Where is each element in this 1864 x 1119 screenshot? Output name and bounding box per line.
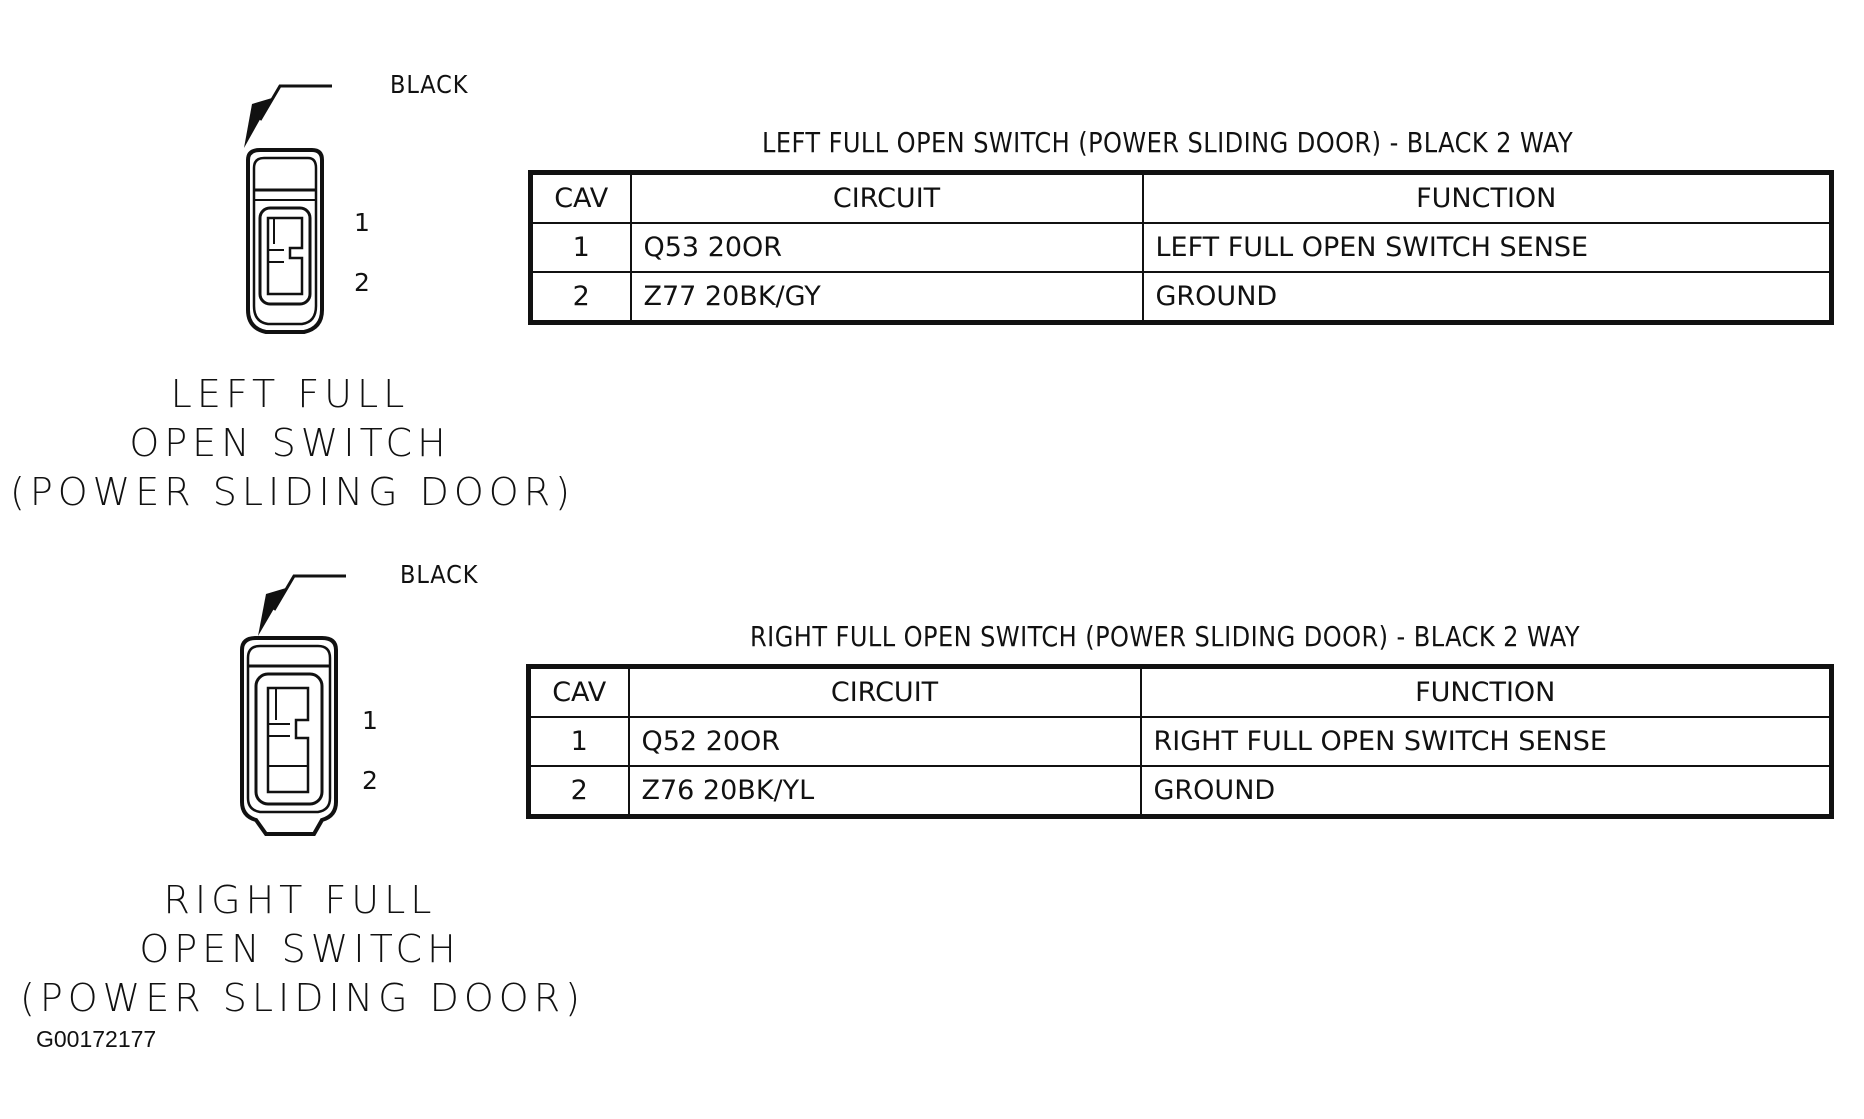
left-pinout-table: CAV CIRCUIT FUNCTION 1 Q53 20OR LEFT FUL… <box>528 170 1834 325</box>
left-row2-circuit: Z77 20BK/GY <box>629 271 1144 324</box>
right-header-function: FUNCTION <box>1139 665 1833 718</box>
right-row1-cav: 1 <box>527 716 630 767</box>
left-row2-function: GROUND <box>1141 271 1833 324</box>
right-connector-body <box>240 636 338 836</box>
figure-code: G00172177 <box>36 1026 157 1052</box>
table-row: 1 Q53 20OR LEFT FULL OPEN SWITCH SENSE <box>529 222 1833 273</box>
right-header-cav: CAV <box>527 665 630 718</box>
right-connector-pin-2: 2 <box>362 766 378 795</box>
table-row: 2 Z76 20BK/YL GROUND <box>527 765 1833 818</box>
right-row1-function: RIGHT FULL OPEN SWITCH SENSE <box>1139 716 1833 767</box>
left-connector-caption: LEFT FULL OPEN SWITCH (POWER SLIDING DOO… <box>10 370 570 517</box>
right-connector-caption: RIGHT FULL OPEN SWITCH (POWER SLIDING DO… <box>20 876 580 1023</box>
right-connector-diagram <box>240 574 346 836</box>
right-header-circuit: CIRCUIT <box>627 665 1142 718</box>
right-row2-function: GROUND <box>1139 765 1833 818</box>
left-table-title: LEFT FULL OPEN SWITCH (POWER SLIDING DOO… <box>762 126 1574 159</box>
left-connector-diagram <box>244 84 332 334</box>
left-header-cav: CAV <box>529 171 632 224</box>
right-table-header-row: CAV CIRCUIT FUNCTION <box>527 665 1833 718</box>
left-row2-cav: 2 <box>529 271 632 324</box>
left-connector-pin-2: 2 <box>354 268 370 297</box>
left-connector-color-label: BLACK <box>390 70 469 99</box>
left-header-function: FUNCTION <box>1141 171 1833 224</box>
table-row: 2 Z77 20BK/GY GROUND <box>529 271 1833 324</box>
right-pinout-table: CAV CIRCUIT FUNCTION 1 Q52 20OR RIGHT FU… <box>526 664 1834 819</box>
left-row1-circuit: Q53 20OR <box>629 222 1144 273</box>
left-row1-cav: 1 <box>529 222 632 273</box>
right-row2-circuit: Z76 20BK/YL <box>627 765 1142 818</box>
right-row2-cav: 2 <box>527 765 630 818</box>
right-table-title: RIGHT FULL OPEN SWITCH (POWER SLIDING DO… <box>750 620 1581 653</box>
left-connector-leader-arrow <box>244 84 332 148</box>
right-connector-pin-1: 1 <box>362 706 378 735</box>
right-connector-leader-arrow <box>258 574 346 636</box>
left-header-circuit: CIRCUIT <box>629 171 1144 224</box>
left-connector-body <box>246 148 324 334</box>
right-connector-color-label: BLACK <box>400 560 479 589</box>
right-caption-line-1: RIGHT FULL <box>163 878 437 922</box>
right-caption-line-2: OPEN SWITCH <box>139 927 461 971</box>
left-table-header-row: CAV CIRCUIT FUNCTION <box>529 171 1833 224</box>
left-caption-line-3: (POWER SLIDING DOOR) <box>10 470 575 514</box>
table-row: 1 Q52 20OR RIGHT FULL OPEN SWITCH SENSE <box>527 716 1833 767</box>
right-row1-circuit: Q52 20OR <box>627 716 1142 767</box>
left-connector-pin-1: 1 <box>354 208 370 237</box>
right-caption-line-3: (POWER SLIDING DOOR) <box>20 976 585 1020</box>
left-row1-function: LEFT FULL OPEN SWITCH SENSE <box>1141 222 1833 273</box>
left-caption-line-2: OPEN SWITCH <box>129 421 451 465</box>
left-caption-line-1: LEFT FULL <box>170 372 410 416</box>
